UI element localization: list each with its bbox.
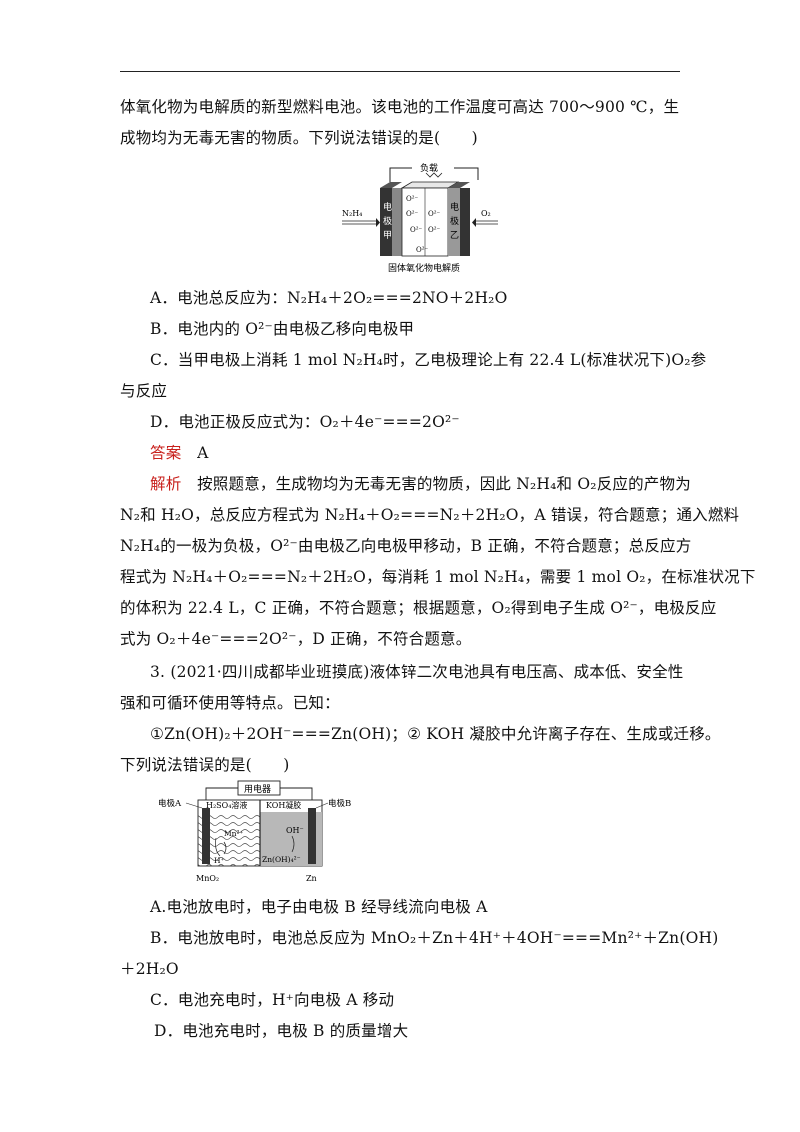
header-rule <box>120 71 680 72</box>
electrode-a <box>202 808 210 864</box>
h-ion-label: H⁺ <box>214 856 225 865</box>
q3-option-b-line1: B．电池放电时，电池总反应为 MnO₂＋Zn＋4H⁺＋4OH⁻===Mn²⁺＋Z… <box>150 929 719 947</box>
electrode-jia-char2: 极 <box>383 215 392 227</box>
q3-stem-line3: ①Zn(OH)₂＋2OH⁻===Zn(OH)；② KOH 凝胶中允许离子存在、生… <box>150 725 721 743</box>
electrode-b-label: 电极B <box>328 798 351 809</box>
q2-stem-line2: 成物均为无毒无害的物质。下列说法错误的是( ) <box>120 129 478 147</box>
ion-label: O²⁻ <box>428 210 441 218</box>
zn-label: Zn <box>306 874 317 883</box>
koh-label: KOH凝胶 <box>266 800 301 810</box>
analysis-text: 按照题意，生成物均为无毒无害的物质，因此 N₂H₄和 O₂反应的产物为 <box>197 475 691 493</box>
electrolyte-caption: 固体氧化物电解质 <box>388 262 460 274</box>
q2-analysis-line3: N₂H₄的一极为负极，O²⁻由电极乙向电极甲移动，B 正确，不符合题意；总反应方 <box>120 537 692 555</box>
h2so4-label: H₂SO₄溶液 <box>206 800 247 810</box>
fuel-cell-diagram: 负载 电 极 甲 电 极 乙 O²⁻ O²⁻ O²⁻ O²⁻ O²⁻ O²⁻ N… <box>342 162 498 274</box>
electrode-yi-char2: 极 <box>450 215 459 227</box>
mno2-label: MnO₂ <box>196 874 219 883</box>
q2-analysis-line2: N₂和 H₂O，总反应方程式为 N₂H₄＋O₂===N₂＋2H₂O，A 错误，符… <box>120 506 740 524</box>
electrode-jia <box>380 188 392 256</box>
electrode-jia-char3: 甲 <box>383 230 392 241</box>
q2-answer: 答案 A <box>150 438 722 469</box>
electrode-yi-char3: 乙 <box>450 230 459 241</box>
electrode-jia-char1: 电 <box>383 201 392 213</box>
zinc-complex-label: Zn(OH)₄²⁻ <box>262 855 301 864</box>
electrode-a-label: 电极A <box>158 798 182 809</box>
ion-label: O²⁻ <box>416 246 429 254</box>
electrode-yi <box>448 188 460 256</box>
q3-stem-line2: 强和可循环使用等特点。已知： <box>120 694 340 712</box>
q2-analysis-line5: 的体积为 22.4 L，C 正确，不符合题意；根据题意，O₂得到电子生成 O²⁻… <box>120 599 717 617</box>
q2-option-a: A．电池总反应为：N₂H₄＋2O₂===2NO＋2H₂O <box>150 289 508 307</box>
q3-option-a: A.电池放电时，电子由电极 B 经导线流向电极 A <box>150 898 488 916</box>
analysis-label: 解析 <box>150 475 182 493</box>
load-label: 负载 <box>420 162 438 174</box>
ion-label: O²⁻ <box>410 226 423 234</box>
q2-analysis-line4: 程式为 N₂H₄＋O₂===N₂＋2H₂O，每消耗 1 mol N₂H₄，需要 … <box>120 568 756 586</box>
q3-stem-line1: 3. (2021·四川成都毕业班摸底)液体锌二次电池具有电压高、成本低、安全性 <box>150 663 684 681</box>
answer-value: A <box>197 444 209 462</box>
appliance-label: 用电器 <box>244 783 271 795</box>
o2-label: O₂ <box>481 209 491 218</box>
q2-stem-line1: 体氧化物为电解质的新型燃料电池。该电池的工作温度可高达 700～900 ℃，生 <box>120 98 680 116</box>
q2-analysis-line1: 解析 按照题意，生成物均为无毒无害的物质，因此 N₂H₄和 O₂反应的产物为 <box>150 469 722 500</box>
answer-label: 答案 <box>150 444 182 462</box>
mn-ion-label: Mn²⁺ <box>224 829 244 838</box>
electrode-yi-char1: 电 <box>450 201 459 213</box>
q3-option-c: C．电池充电时，H⁺向电极 A 移动 <box>150 991 395 1009</box>
ion-label: O²⁻ <box>428 226 441 234</box>
electrode-b <box>308 808 316 864</box>
n2h4-label: N₂H₄ <box>342 209 362 218</box>
q3-option-d: D．电池充电时，电极 B 的质量增大 <box>154 1022 409 1040</box>
q3-option-b-line2: ＋2H₂O <box>120 960 179 978</box>
ion-label: O²⁻ <box>406 195 419 203</box>
q2-option-c-line2: 与反应 <box>120 382 168 400</box>
q2-option-c-line1: C．当甲电极上消耗 1 mol N₂H₄时，乙电极理论上有 22.4 L(标准状… <box>150 351 707 369</box>
q3-stem-line4: 下列说法错误的是( ) <box>120 756 290 774</box>
oh-ion-label: OH⁻ <box>286 826 304 835</box>
q2-analysis-line6: 式为 O₂＋4e⁻===2O²⁻，D 正确，不符合题意。 <box>120 630 472 648</box>
ion-label: O²⁻ <box>406 210 419 218</box>
q2-option-b: B．电池内的 O²⁻由电极乙移向电极甲 <box>150 320 415 338</box>
q2-option-d: D．电池正极反应式为：O₂＋4e⁻===2O²⁻ <box>150 413 460 431</box>
zinc-battery-diagram: 用电器 H₂SO₄溶液 KOH凝胶 Mn²⁺ H⁺ OH⁻ Zn(OH)₄²⁻ … <box>158 780 351 883</box>
appliance-box <box>237 780 281 796</box>
